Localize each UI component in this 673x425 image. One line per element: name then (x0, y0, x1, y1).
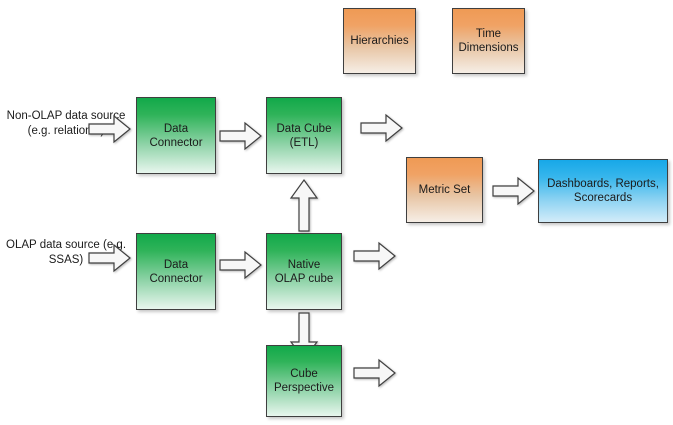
node-cube-perspective[interactable]: Cube Perspective (266, 345, 342, 417)
node-data-connector-top[interactable]: Data Connector (136, 97, 216, 174)
node-label: Data Connector (149, 258, 203, 285)
node-time-dimensions[interactable]: Time Dimensions (452, 8, 525, 74)
node-metric-set[interactable]: Metric Set (406, 157, 483, 223)
node-data-connector-bottom[interactable]: Data Connector (136, 233, 216, 310)
node-label: Data Connector (149, 122, 203, 149)
node-label: Data Cube (ETL) (276, 122, 332, 149)
arrow-cube-perspective-to-metric-set (353, 358, 397, 388)
arrow-data-connector-to-data-cube (219, 121, 263, 151)
node-label: Dashboards, Reports, Scorecards (547, 178, 659, 204)
node-native-olap-cube[interactable]: Native OLAP cube (266, 233, 342, 310)
arrow-native-olap-cube-to-metric-set (353, 241, 397, 271)
node-label: Metric Set (418, 184, 471, 196)
arrow-native-olap-cube-to-data-cube (289, 177, 319, 233)
node-hierarchies[interactable]: Hierarchies (343, 8, 416, 74)
node-dashboards-reports-scorecards[interactable]: Dashboards, Reports, Scorecards (538, 159, 668, 223)
arrow-non-olap-source-to-data-connector (88, 114, 132, 144)
arrow-data-connector-to-native-olap-cube (219, 250, 263, 280)
arrow-data-cube-to-metric-set (360, 113, 404, 143)
node-label: Time Dimensions (458, 28, 519, 54)
node-data-cube-etl[interactable]: Data Cube (ETL) (266, 97, 342, 174)
arrow-metric-set-to-dashboards (492, 176, 536, 206)
node-label: Native OLAP cube (274, 258, 334, 285)
arrow-olap-source-to-data-connector (88, 243, 132, 273)
caption-non-olap-data-source: Non-OLAP data source (e.g. relational) (6, 110, 126, 137)
node-label: Cube Perspective (273, 368, 335, 394)
node-label: Hierarchies (350, 35, 409, 47)
